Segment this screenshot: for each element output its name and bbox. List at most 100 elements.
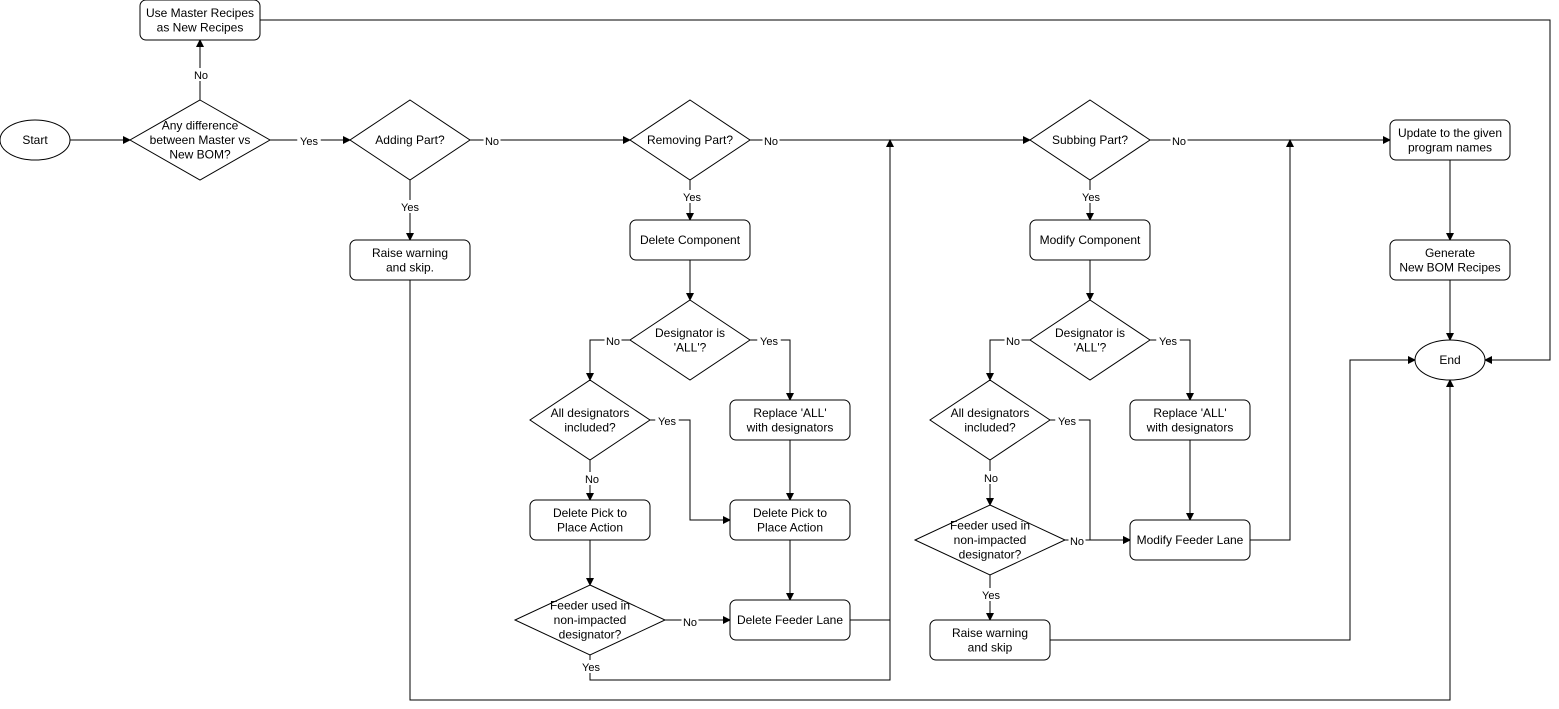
edge-label-no-adding: No: [483, 134, 501, 148]
replace-all-node-1: Replace 'ALL'with designators: [729, 399, 851, 441]
subbing-part-decision-shape: [1029, 99, 1151, 181]
edge-label-bg: [982, 471, 1000, 484]
edge-label-bg: [579, 660, 603, 673]
edge-label-text: Yes: [300, 136, 318, 148]
edge-label-bg: [1156, 334, 1180, 347]
edge-label-text: No: [585, 474, 599, 486]
edge-label-yes-desig1: Yes: [757, 334, 781, 348]
edge-label-yes-desig2: Yes: [1156, 334, 1180, 348]
raise-warning-node-2-label: and skip: [968, 640, 1013, 654]
edge-label-bg: [655, 414, 679, 427]
edge-label-no-subbing: No: [1170, 134, 1188, 148]
delete-pick-place-node-1-label: Place Action: [557, 520, 623, 534]
edges-layer: [70, 19, 1551, 701]
replace-all-node-1-label: with designators: [746, 420, 834, 434]
replace-all-node-2-shape: [1129, 399, 1251, 441]
all-designators-included-decision-1-label: included?: [564, 420, 616, 434]
edge-label-bg: [1170, 134, 1188, 147]
edge-label-text: Yes: [1058, 416, 1076, 428]
edge-label-no-feeder2: No: [1068, 534, 1086, 548]
delete-component-node: Delete Component: [629, 219, 751, 261]
edge-label-no-feeder1: No: [681, 615, 699, 629]
generate-new-bom-recipes-node-label: Generate: [1425, 246, 1475, 260]
edge-label-bg: [979, 588, 1003, 601]
edge-label-bg: [604, 334, 622, 347]
removing-part-decision-label: Removing Part?: [647, 133, 733, 147]
replace-all-node-2-label: with designators: [1146, 420, 1234, 434]
all-designators-included-decision-2-label: All designators: [951, 406, 1030, 420]
edge-label-bg: [583, 472, 601, 485]
replace-all-node-1-label: Replace 'ALL': [753, 406, 826, 420]
modify-component-node-label: Modify Component: [1040, 233, 1141, 247]
edge-label-bg: [1068, 534, 1086, 547]
edge-label-bg: [1079, 190, 1103, 203]
all-designators-included-decision-2-label: included?: [964, 420, 1016, 434]
edge-label-text: No: [606, 336, 620, 348]
edge-label-bg: [192, 68, 210, 81]
edge-label-bg: [1055, 414, 1079, 427]
edge-label-no-desig2: No: [1004, 334, 1022, 348]
edge-label-text: Yes: [582, 662, 600, 674]
edge-label-yes-removing: Yes: [680, 190, 704, 204]
edge-label-bg: [1004, 334, 1022, 347]
edge-label-text: Yes: [1159, 336, 1177, 348]
delete-component-node-label: Delete Component: [640, 233, 741, 247]
edge-usemaster-end: [260, 19, 1551, 364]
designator-all-decision-2-shape: [1029, 299, 1151, 381]
replace-all-node-2-label: Replace 'ALL': [1153, 406, 1226, 420]
edge-label-text: No: [194, 70, 208, 82]
edge-label-yes-feeder1: Yes: [579, 660, 603, 674]
update-program-names-node-label: Update to the given: [1398, 126, 1502, 140]
edge-label-yes-allincl2: Yes: [1055, 414, 1079, 428]
feeder-used-decision-1-label: non-impacted: [554, 613, 627, 627]
raise-warning-node-1-label: and skip.: [386, 260, 434, 274]
feeder-used-decision-1-label: Feeder used in: [550, 599, 630, 613]
generate-new-bom-recipes-node-shape: [1389, 239, 1511, 281]
edge-label-text: No: [1172, 136, 1186, 148]
removing-part-decision: Removing Part?: [629, 99, 751, 181]
edge-label-text: No: [1006, 336, 1020, 348]
edge-allincl1-delpick2: [650, 419, 731, 524]
feeder-used-decision-2-shape: [913, 504, 1067, 576]
update-program-names-node-shape: [1389, 119, 1511, 161]
edge-label-text: Yes: [683, 192, 701, 204]
raise-warning-node-2-label: Raise warning: [952, 626, 1028, 640]
edge-label-bg: [681, 615, 699, 628]
edge-label-no-removing: No: [762, 134, 780, 148]
feeder-used-decision-1-label: designator?: [559, 628, 622, 642]
edge-raise1-end: [409, 280, 1454, 701]
delete-pick-place-node-1-label: Delete Pick to: [553, 506, 627, 520]
edge-label-no-allincl2: No: [982, 471, 1000, 485]
modify-feeder-lane-node-shape: [1129, 519, 1251, 561]
use-master-recipes-node-label: as New Recipes: [157, 20, 244, 34]
replace-all-node-2: Replace 'ALL'with designators: [1129, 399, 1251, 441]
use-master-recipes-node-shape: [139, 0, 261, 41]
designator-all-decision-2-label: 'ALL'?: [1074, 340, 1107, 354]
end-node: End: [1414, 339, 1486, 381]
delete-pick-place-node-2-label: Place Action: [757, 520, 823, 534]
edge-label-text: No: [485, 136, 499, 148]
raise-warning-node-1-label: Raise warning: [372, 246, 448, 260]
edge-label-yes-subbing: Yes: [1079, 190, 1103, 204]
edge-label-text: Yes: [401, 202, 419, 214]
replace-all-node-1-shape: [729, 399, 851, 441]
adding-part-decision-shape: [349, 99, 471, 181]
edge-label-text: Yes: [760, 336, 778, 348]
delete-component-node-shape: [629, 219, 751, 261]
edge-label-yes-adding: Yes: [398, 200, 422, 214]
edge-label-text: Yes: [982, 590, 1000, 602]
any-difference-decision-shape: [128, 99, 272, 181]
raise-warning-node-2-shape: [929, 619, 1051, 661]
edge-label-yes-allincl1: Yes: [655, 414, 679, 428]
delete-pick-place-node-2-shape: [729, 499, 851, 541]
delete-pick-place-node-2-label: Delete Pick to: [753, 506, 827, 520]
adding-part-decision: Adding Part?: [349, 99, 471, 181]
